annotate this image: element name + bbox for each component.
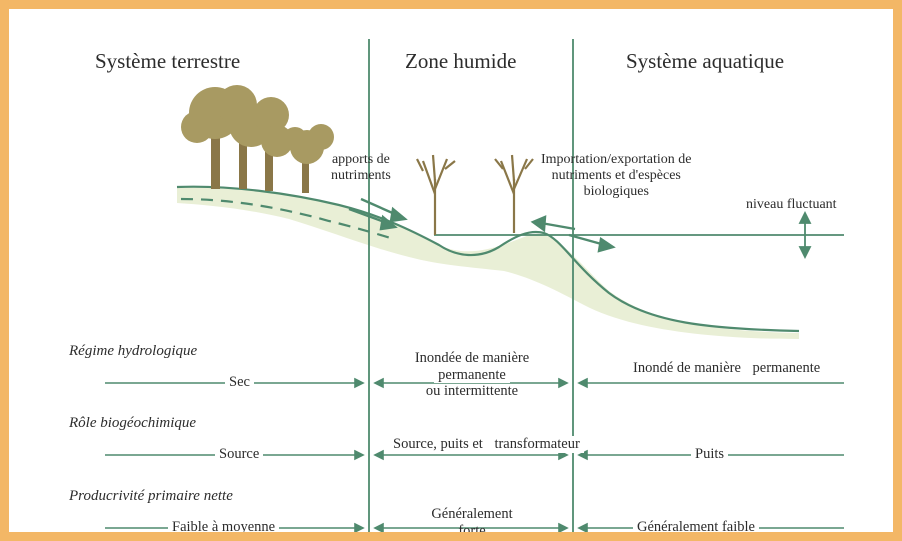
nutrient-input-label: apports de nutriments <box>327 152 395 184</box>
row-productivity-wetland-line2: forte <box>389 523 555 540</box>
exchange-label: Importation/exportation de nutriments et… <box>541 152 691 200</box>
row-productivity-aquatic: Généralement faible <box>633 519 759 536</box>
wetland-trees-icon <box>417 155 533 235</box>
row-biogeochemical-wetland: Source, puits et transformateur <box>389 436 555 453</box>
row-hydrology-wetland-line1: Inondée de manière <box>381 350 563 367</box>
landscape-illustration <box>9 9 902 541</box>
exchange-line3: biologiques <box>541 184 691 200</box>
exchange-line1: Importation/exportation de <box>541 152 691 168</box>
row-biogeochemical-aquatic: Puits <box>691 446 728 463</box>
soil-profile <box>177 187 799 339</box>
column-title-aquatic: Système aquatique <box>626 49 784 73</box>
nutrient-input-line1: apports de <box>331 152 391 168</box>
row-hydrology-wetland: Inondée de manière permanente ou intermi… <box>381 350 563 400</box>
row-hydrology-terrestrial: Sec <box>225 374 254 391</box>
row-biogeochemical-wetland-line2: transformateur <box>490 436 583 453</box>
row-biogeochemical-wetland-line1: Source, puits et <box>389 436 487 453</box>
row-label-hydrology: Régime hydrologique <box>69 343 197 360</box>
row-biogeochemical-terrestrial: Source <box>215 446 263 463</box>
row-label-biogeochemical: Rôle biogéochimique <box>69 415 196 432</box>
row-productivity-terrestrial: Faible à moyenne <box>168 519 279 536</box>
row-label-productivity: Producrivité primaire nette <box>69 488 233 505</box>
row-productivity-wetland-line1: Généralement <box>427 506 516 523</box>
row-hydrology-aquatic-line1: Inondé de manière <box>629 360 745 377</box>
row-hydrology-wetland-line3: ou intermittente <box>381 383 563 400</box>
column-title-terrestrial: Système terrestre <box>95 49 240 73</box>
row-hydrology-aquatic: Inondé de manière permanente <box>629 360 769 377</box>
nutrient-input-line2: nutriments <box>331 168 391 184</box>
terrestrial-trees-icon <box>181 85 334 193</box>
column-title-wetland: Zone humide <box>405 49 516 73</box>
row-hydrology-wetland-line2: permanente <box>434 367 510 384</box>
row-productivity-wetland: Généralement forte <box>389 506 555 539</box>
exchange-line2: nutriments et d'espèces <box>541 168 691 184</box>
row-hydrology-aquatic-line2: permanente <box>749 360 825 377</box>
water-level-label: niveau fluctuant <box>746 197 837 213</box>
